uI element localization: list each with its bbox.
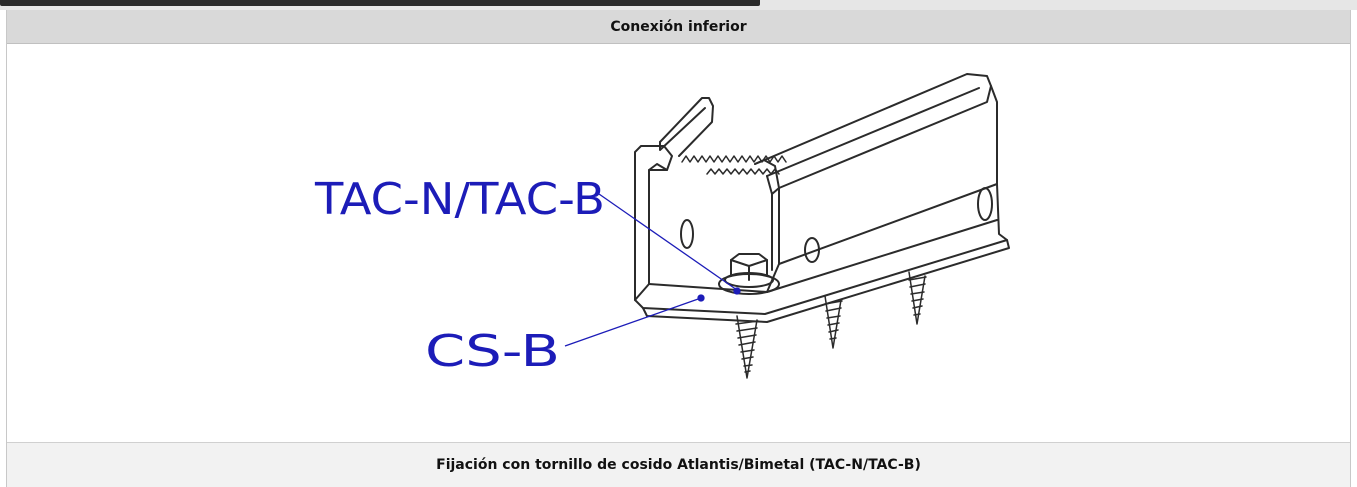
callout-dot-csb (697, 294, 705, 302)
table-header-row: Conexión inferior (7, 10, 1350, 44)
screw-back (908, 271, 927, 325)
previous-content-strip (0, 0, 1357, 10)
table-caption-row: Fijación con tornillo de cosido Atlantis… (7, 442, 1350, 487)
rear-rail (659, 97, 714, 157)
cut-off-heading (0, 0, 760, 6)
slot-center (804, 237, 820, 263)
hex-bolt (730, 253, 768, 277)
rear-rail-top (659, 107, 706, 151)
base-inner (648, 219, 998, 293)
rear-serration (681, 155, 787, 163)
screw-middle (824, 295, 843, 349)
screw-front (735, 315, 759, 379)
slot-right (977, 187, 993, 221)
figure-caption: Fijación con tornillo de cosido Atlantis… (436, 457, 921, 473)
right-wall-top-inner (766, 87, 980, 177)
bracket-drawing: TAC-N/TAC-B CS-B (314, 73, 1010, 379)
front-serration (706, 168, 780, 175)
hex-bolt-top (730, 259, 768, 281)
right-wall-top (754, 73, 992, 189)
callout-label-csb: CS-B (425, 326, 560, 377)
right-lip (754, 159, 780, 195)
callout-leader-tac (598, 193, 738, 291)
figure-cell: TAC-N/TAC-B CS-B (7, 44, 1350, 442)
base-plate-edge (642, 239, 1010, 323)
table-header: Conexión inferior (610, 18, 747, 35)
slot-left (680, 219, 694, 249)
base-plate (634, 183, 1008, 315)
left-wall-inner (648, 163, 668, 171)
callout-dot-tac (733, 287, 741, 295)
callout-leader-csb (564, 297, 702, 347)
callout-label-tac: TAC-N/TAC-B (314, 174, 605, 225)
figure-table: Conexión inferior (6, 10, 1351, 487)
